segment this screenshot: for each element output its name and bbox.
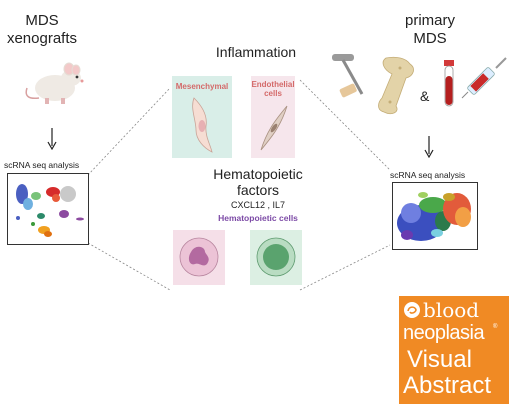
- factors-list: CXCL12 , IL7: [230, 200, 286, 210]
- bone-icon: [378, 56, 414, 114]
- logo-abstract-text: Abstract: [403, 372, 492, 399]
- down-arrow-icon: [47, 128, 57, 150]
- logo-visual-text: Visual: [407, 346, 472, 373]
- logo-registered-mark: ®: [493, 324, 498, 330]
- myeloid-cell-card: [173, 230, 225, 285]
- bone-marrow-needle-icon: [332, 54, 364, 98]
- logo-blood-text: blood: [423, 298, 480, 322]
- hematopoietic-cells-label: Hematopoietic cells: [218, 213, 298, 223]
- right-scrna-label: scRNA seq analysis: [390, 170, 466, 180]
- umap-plot-icon: [16, 184, 84, 237]
- umap-plot-icon: [397, 192, 471, 241]
- mds-xenografts-title: MDS xenografts: [6, 12, 78, 47]
- inflammation-label: Inflammation: [215, 44, 297, 60]
- lymphoid-cell-card: [250, 230, 302, 285]
- mesenchymal-card: Mesenchymal: [172, 76, 232, 158]
- mesenchymal-label: Mesenchymal: [175, 82, 229, 91]
- syringe-icon: [461, 57, 507, 99]
- right-umap-plot: [392, 182, 478, 250]
- logo-neoplasia-text: neoplasia: [403, 322, 485, 344]
- left-umap-plot: [7, 173, 89, 245]
- endothelial-card: Endothelial cells: [251, 76, 295, 158]
- down-arrow-icon: [424, 136, 434, 158]
- blood-neoplasia-logo: blood neoplasia ® Visual Abstract: [399, 296, 509, 404]
- hematopoietic-factors-title: Hematopoietic factors: [213, 166, 303, 198]
- endothelial-label: Endothelial cells: [251, 80, 295, 98]
- myeloid-cell-icon: [179, 237, 219, 277]
- ampersand-label: &: [420, 88, 430, 104]
- blood-tube-icon: [444, 60, 454, 107]
- mouse-icon: [25, 62, 84, 104]
- mesenchymal-cell-icon: [192, 97, 213, 153]
- endothelial-cell-icon: [260, 105, 288, 151]
- primary-mds-title: primary MDS: [404, 12, 455, 47]
- lymphoid-cell-icon: [256, 237, 296, 277]
- left-scrna-label: scRNA seq analysis: [4, 160, 80, 170]
- blood-logo-icon: [404, 302, 420, 318]
